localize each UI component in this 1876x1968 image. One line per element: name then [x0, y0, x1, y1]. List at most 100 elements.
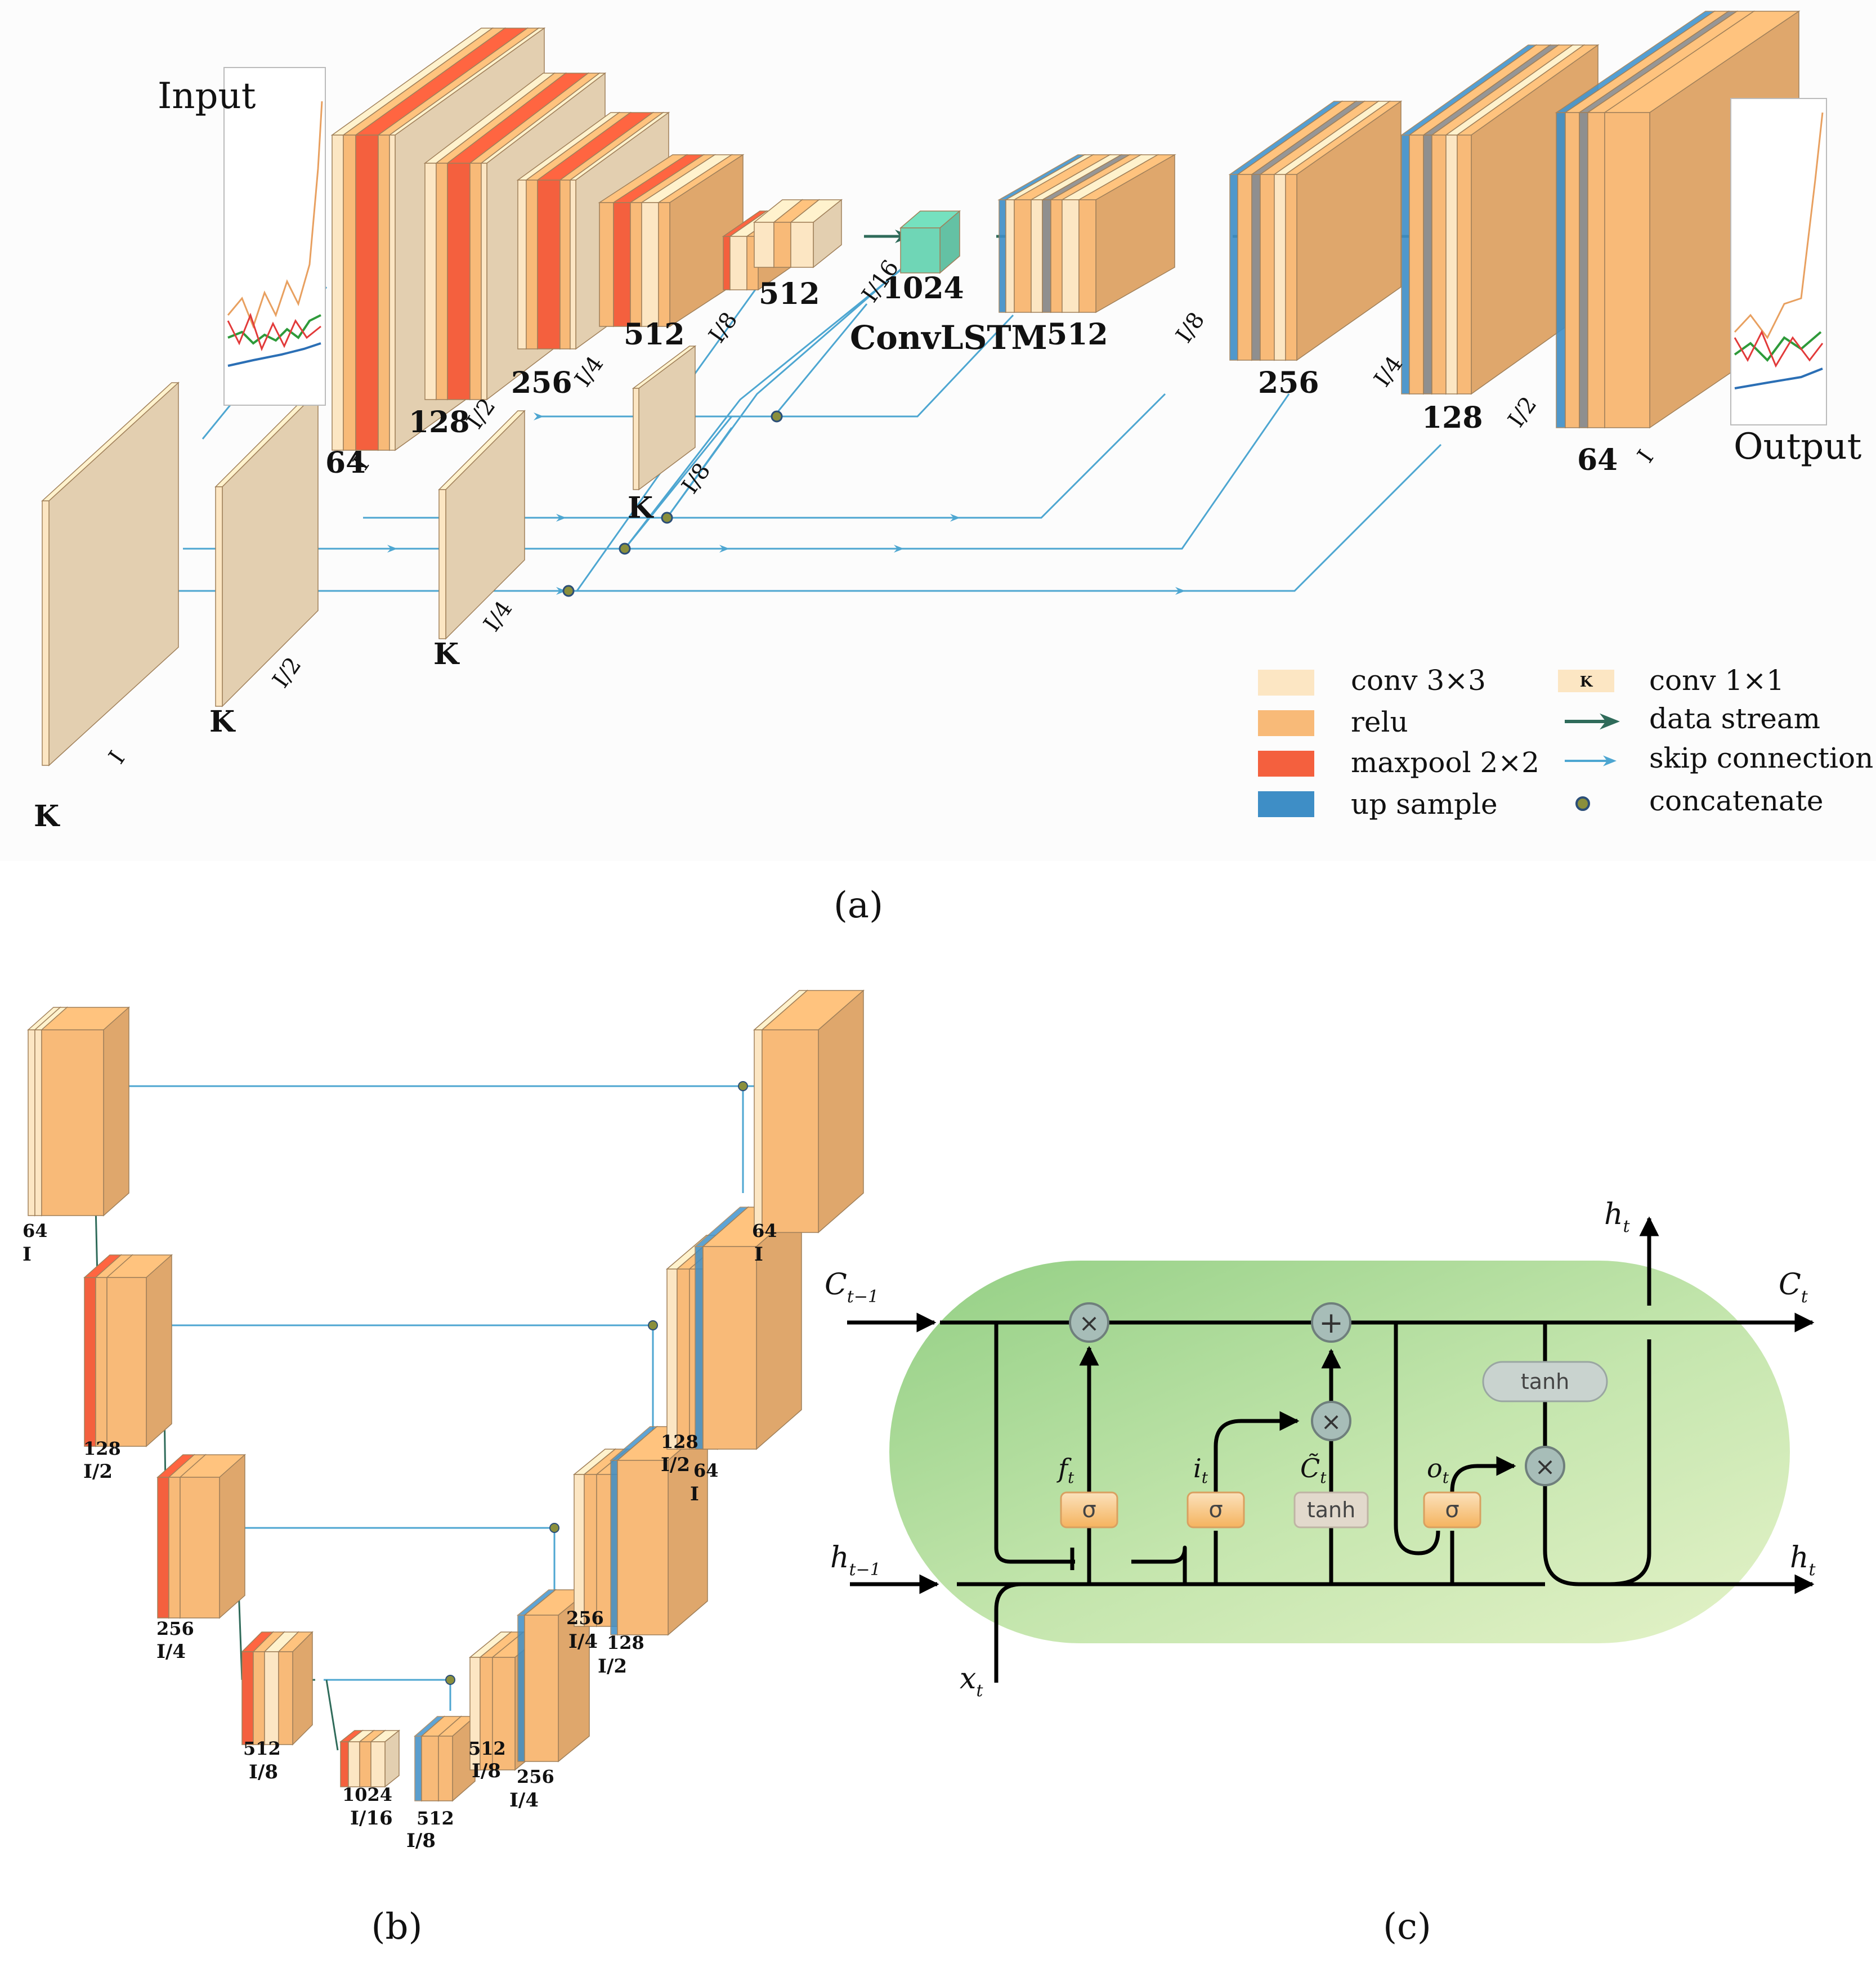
legend-swatch-maxpool	[1258, 751, 1314, 777]
b-concat-node-0	[738, 1081, 748, 1091]
skip-connection-6	[624, 269, 901, 549]
b-enc-ch-128: 128	[83, 1438, 121, 1459]
panel-b: 64 I 128 I/2 256 I/4 512 I/8 1024 I/16 5…	[23, 989, 865, 1948]
b-enc-128	[83, 1254, 173, 1447]
legend-swatch-upsample	[1258, 791, 1314, 817]
side-k-1: K	[34, 799, 60, 833]
b-dec-sc-256b: I/4	[568, 1630, 598, 1653]
dec-channels-256: 256	[1258, 366, 1319, 400]
legend-label-upsample: up sample	[1351, 788, 1498, 821]
candidate-label: C̃t	[1300, 1453, 1327, 1487]
b-dec-ch-64b: 64	[752, 1220, 777, 1241]
b-dec-sc-64b: I	[754, 1243, 763, 1266]
input-plot	[223, 67, 326, 406]
b-enc-sc-1024: I/16	[350, 1807, 393, 1830]
legend-label-concat: concatenate	[1649, 784, 1824, 817]
side-k-2: K	[209, 705, 236, 739]
candidate-gate-fn: tanh	[1307, 1498, 1355, 1522]
dec-block-256	[1228, 100, 1403, 361]
caption-c: (c)	[1383, 1906, 1431, 1948]
b-dec-64b-layer-1	[761, 989, 865, 1234]
side-input-slab-4	[632, 345, 697, 491]
b-dec-sc-256a: I/4	[509, 1789, 539, 1812]
legend-label-relu: relu	[1351, 706, 1408, 738]
concatenate-node-2	[619, 543, 631, 555]
b-dec-128a-layer-1	[616, 1425, 709, 1636]
legend-swatch-conv3	[1258, 670, 1314, 696]
b-enc-ch-512: 512	[243, 1738, 281, 1759]
output-label: Output	[1734, 426, 1862, 468]
cell-tanh-label: tanh	[1521, 1369, 1569, 1394]
lstm-wiring	[847, 1216, 1815, 1683]
enc-channels-512b: 512	[759, 277, 820, 311]
c-prev-label: Ct−1	[825, 1268, 879, 1307]
b-dec-512a-layer-2	[437, 1715, 476, 1802]
x-label: xt	[960, 1662, 983, 1701]
enc-block-512c-layer-2	[789, 199, 843, 268]
input-gate-label: it	[1193, 1453, 1208, 1487]
b-dec-ch-128b: 128	[661, 1431, 699, 1453]
b-concat-node-3	[445, 1675, 455, 1685]
skip-arrowhead-2	[556, 587, 566, 595]
b-enc-sc-64: I	[23, 1243, 32, 1266]
forget-gate-fn: σ	[1082, 1497, 1096, 1523]
mul-input-op: ×	[1311, 1401, 1351, 1441]
add-symbol: +	[1319, 1306, 1344, 1340]
b-enc-ch-256: 256	[156, 1618, 194, 1639]
caption-b: (b)	[371, 1906, 423, 1948]
legend: conv 3×3 relu maxpool 2×2 up sample K co…	[1258, 664, 1873, 821]
b-dec-ch-512b: 512	[468, 1738, 506, 1759]
b-dec-64a-layer-1	[702, 1206, 803, 1450]
skip-arrowhead-7	[556, 514, 566, 522]
legend-swatch-concat	[1575, 796, 1590, 811]
input-label: Input	[158, 75, 256, 117]
enc-block-512c	[753, 199, 843, 268]
output-gate-fn: σ	[1445, 1497, 1459, 1523]
b-dec-sc-128b: I/2	[661, 1454, 690, 1476]
side-k-3: K	[433, 637, 460, 671]
panel-a: Input Output ConvLSTM 64 I 128 I/2 256 I…	[0, 0, 1876, 926]
b-enc-256-layer-2	[179, 1454, 246, 1619]
skip-connection-5	[568, 443, 1442, 592]
candidate-gate: tanh	[1293, 1491, 1369, 1528]
b-enc-sc-512: I/8	[249, 1761, 278, 1783]
b-dec-ch-128a: 128	[607, 1632, 644, 1653]
skip-arrowhead-6	[894, 545, 904, 553]
b-dec-sc-64a: I	[690, 1483, 699, 1505]
h-prev-label: ht−1	[830, 1541, 881, 1580]
legend-label-datastream: data stream	[1649, 702, 1820, 735]
network-blocks	[41, 10, 1801, 766]
mul-input-symbol: ×	[1321, 1407, 1342, 1436]
b-network-blocks	[27, 989, 865, 1802]
skip-arrowhead-8	[950, 514, 960, 522]
b-enc-64-layer-2	[41, 1006, 130, 1217]
enc-channels-128: 128	[409, 405, 470, 440]
convlstm-block	[899, 210, 961, 274]
mul-forget-op: ×	[1069, 1302, 1109, 1343]
input-gate-fn: σ	[1208, 1497, 1223, 1523]
skip-arrowhead-3	[1175, 587, 1185, 595]
b-enc-512	[241, 1631, 314, 1746]
concatenate-node-0	[771, 410, 783, 423]
side-k-4: K	[628, 491, 654, 525]
b-dec-sc-512b: I/8	[472, 1760, 501, 1782]
dec-block-512-layer-7	[1077, 154, 1176, 313]
b-dec-ch-256b: 256	[566, 1607, 604, 1629]
c-out-label: Ct	[1779, 1268, 1808, 1307]
legend-badge-conv1: K	[1580, 674, 1593, 691]
dec-block-512	[997, 154, 1176, 313]
b-dec-sc-128a: I/2	[598, 1655, 627, 1678]
add-op: +	[1311, 1302, 1351, 1343]
b-dec-ch-256a: 256	[517, 1766, 554, 1787]
enc-channels-64: 64	[325, 446, 366, 480]
b-dec-128a	[609, 1425, 709, 1636]
convlstm-label: ConvLSTM	[850, 319, 1047, 357]
b-flow-6	[325, 1679, 339, 1751]
enc-channels-1024: 1024	[883, 271, 964, 306]
enc-channels-256: 256	[511, 366, 572, 400]
side-input-slab-1	[41, 382, 180, 766]
panel-c: × + × × tanh σ σ tanh	[825, 1198, 1816, 1948]
dec-channels-128: 128	[1422, 401, 1483, 435]
b-enc-1024-layer-3	[369, 1729, 401, 1788]
side-input-slab-2	[214, 390, 319, 707]
